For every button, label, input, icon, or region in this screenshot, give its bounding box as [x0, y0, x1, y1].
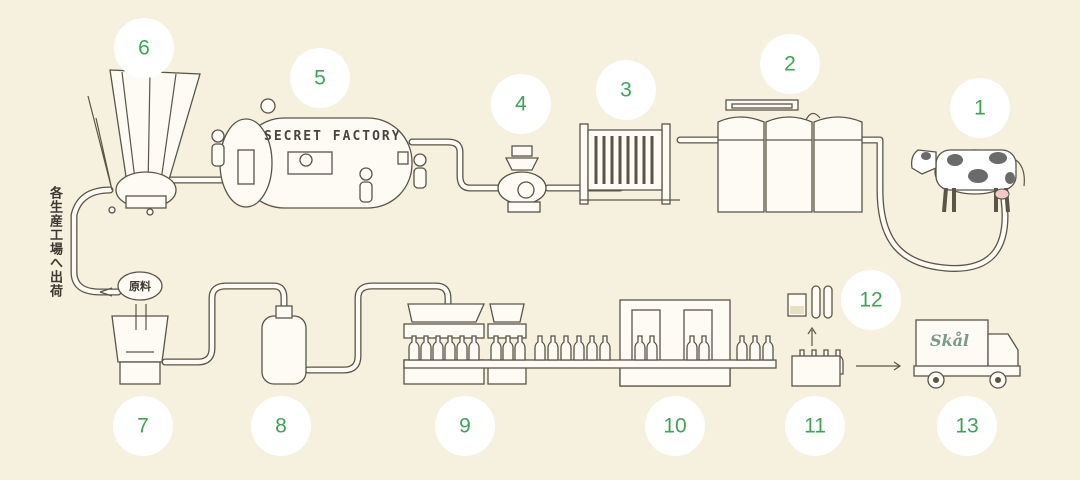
sterilizer: [261, 305, 307, 385]
step-badge-11: 11: [785, 396, 845, 456]
conveyor: [403, 359, 777, 369]
step-number-6: 6: [138, 37, 150, 60]
milk-bottle: [408, 335, 420, 361]
milk-bottle: [573, 335, 585, 361]
step-badge-10: 10: [645, 396, 705, 456]
step-number-13: 13: [955, 415, 978, 438]
step-badge-3: 3: [596, 60, 656, 120]
milk-bottle: [634, 335, 646, 361]
factory-sign: SECRET FACTORY: [264, 129, 402, 144]
step-number-3: 3: [620, 79, 632, 102]
crate: [791, 326, 841, 387]
milk-bottle: [686, 335, 698, 361]
arrow-to-truck: [856, 361, 902, 371]
cow-illustration: [910, 149, 1025, 213]
step-number-8: 8: [275, 415, 287, 438]
milk-bottle: [468, 335, 480, 361]
shipping-route-label: 各生産工場へ出荷: [47, 186, 62, 298]
step-badge-1: 1: [950, 78, 1010, 138]
lab-test-tubes: [787, 285, 833, 319]
milk-bottle: [456, 335, 468, 361]
spray-dryer: [87, 69, 201, 216]
delivery-truck: Skål: [913, 319, 1021, 389]
milk-bottle: [444, 335, 456, 361]
milk-bottle: [560, 335, 572, 361]
step-badge-6: 6: [114, 18, 174, 78]
step-number-10: 10: [663, 415, 686, 438]
milk-bottle: [762, 335, 774, 361]
milk-bottle: [514, 335, 526, 361]
step-number-4: 4: [515, 93, 527, 116]
worker-figure: [211, 98, 427, 203]
step-number-1: 1: [974, 97, 986, 120]
centrifuge: [497, 145, 547, 213]
secret-factory: SECRET FACTORY: [211, 98, 427, 209]
step-badge-5: 5: [290, 48, 350, 108]
milk-bottle: [420, 335, 432, 361]
step-badge-4: 4: [491, 74, 551, 134]
truck-logo: Skål: [930, 330, 969, 350]
step-badges: 1 2 3 4 5 6 7 8 9 10 11 12 13: [113, 18, 1010, 456]
heat-exchanger: [579, 123, 680, 205]
milk-bottle: [698, 335, 710, 361]
step-badge-8: 8: [251, 396, 311, 456]
milk-bottle: [749, 335, 761, 361]
milk-bottle: [736, 335, 748, 361]
step-number-11: 11: [804, 415, 826, 438]
mixer: 原料: [111, 271, 169, 385]
step-number-9: 9: [459, 415, 471, 438]
step-number-12: 12: [859, 289, 882, 312]
bottle-row: [408, 335, 844, 375]
milk-bottle: [502, 335, 514, 361]
step-badge-12: 12: [841, 270, 901, 330]
step-badge-13: 13: [937, 396, 997, 456]
milk-bottle: [534, 335, 546, 361]
milk-bottle: [432, 335, 444, 361]
milk-bottle: [547, 335, 559, 361]
step-badge-7: 7: [113, 396, 173, 456]
step-number-7: 7: [137, 415, 149, 438]
step-number-2: 2: [784, 53, 796, 76]
raw-material-label: 原料: [129, 279, 151, 293]
storage-tanks: [717, 99, 863, 213]
step-badge-9: 9: [435, 396, 495, 456]
milk-bottle: [586, 335, 598, 361]
milk-bottle: [646, 335, 658, 361]
milk-bottle: [490, 335, 502, 361]
step-number-5: 5: [314, 67, 326, 90]
step-badge-2: 2: [760, 34, 820, 94]
milk-bottle: [599, 335, 611, 361]
